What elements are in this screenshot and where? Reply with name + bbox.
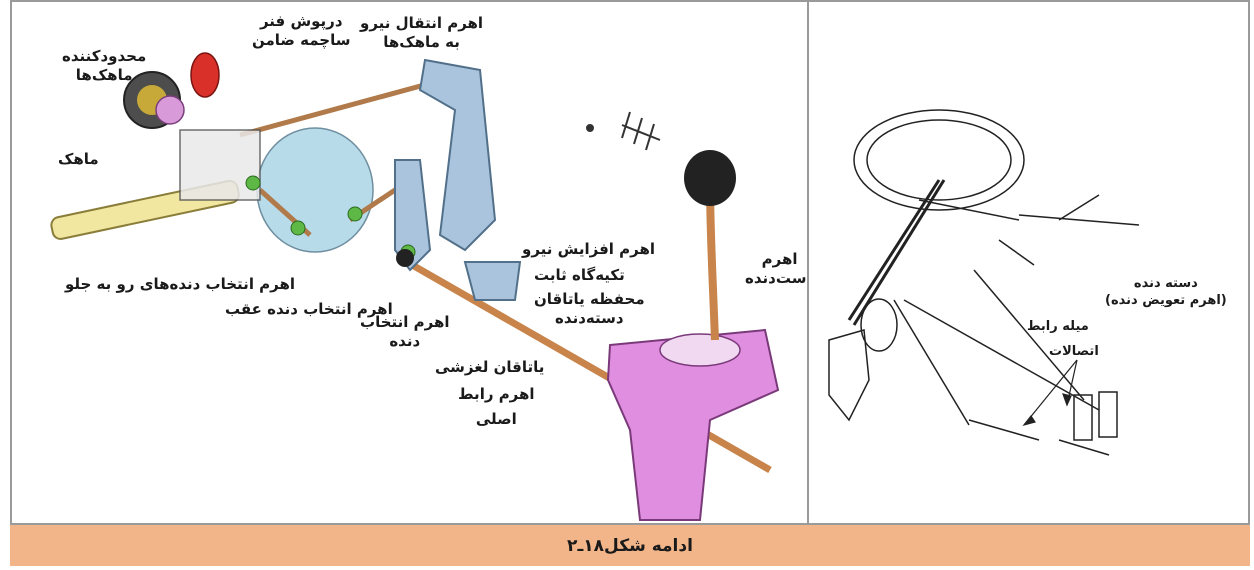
- label-gear-lever: اهرم دست‌دنده: [745, 250, 809, 288]
- label-main-link-lever: اهرم رابط اصلی: [458, 385, 535, 429]
- label-booster-lever: اهرم افزایش نیرو: [522, 240, 655, 259]
- label-link-rod: میله رابط: [1027, 318, 1089, 335]
- detent-ball-cap: [191, 53, 219, 97]
- label-limiter: محدودکننده ماهک‌ها: [62, 47, 146, 85]
- linkage-line-drawing: [809, 0, 1250, 523]
- label-bearing-housing: محفظه یاتاقان دسته‌دنده: [534, 290, 645, 328]
- gearshift-mechanism-illustration: درپوش فنر ساچمه ضامن محدودکننده ماهک‌ها …: [10, 0, 809, 523]
- label-fork: ماهک: [58, 150, 99, 169]
- figure-caption-bar: ادامه شکل۱۸ـ۲: [10, 523, 1250, 566]
- steering-column-linkage-drawing: دسته دنده (اهرم تعویض دنده) میله رابط ات…: [809, 0, 1250, 523]
- label-connections: اتصالات: [1049, 343, 1099, 360]
- figure-caption: ادامه شکل۱۸ـ۲: [567, 536, 693, 556]
- selector-bracket-disc: [257, 128, 373, 252]
- label-transfer-lever: اهرم انتقال نیرو به ماهک‌ها: [360, 14, 483, 52]
- transfer-bracket: [420, 60, 495, 250]
- label-forward-gear-select: اهرم انتخاب دنده‌های رو به جلو: [65, 275, 295, 294]
- shift-pattern-icon: [587, 112, 660, 150]
- label-shift-handle: دسته دنده (اهرم تعویض دنده): [1105, 275, 1227, 309]
- label-gear-select-lever: اهرم انتخاب دنده: [360, 313, 450, 351]
- label-spring-cap: درپوش فنر ساچمه ضامن: [252, 12, 350, 50]
- fixed-support-plate: [465, 262, 520, 300]
- transfer-rod: [240, 78, 450, 135]
- label-fixed-support: تکیه‌گاه ثابت: [534, 266, 625, 285]
- steering-wheel: [854, 110, 1024, 210]
- gear-lever-knob: [684, 150, 736, 206]
- label-sliding-bearing: یاتاقان لغزشی: [435, 358, 544, 377]
